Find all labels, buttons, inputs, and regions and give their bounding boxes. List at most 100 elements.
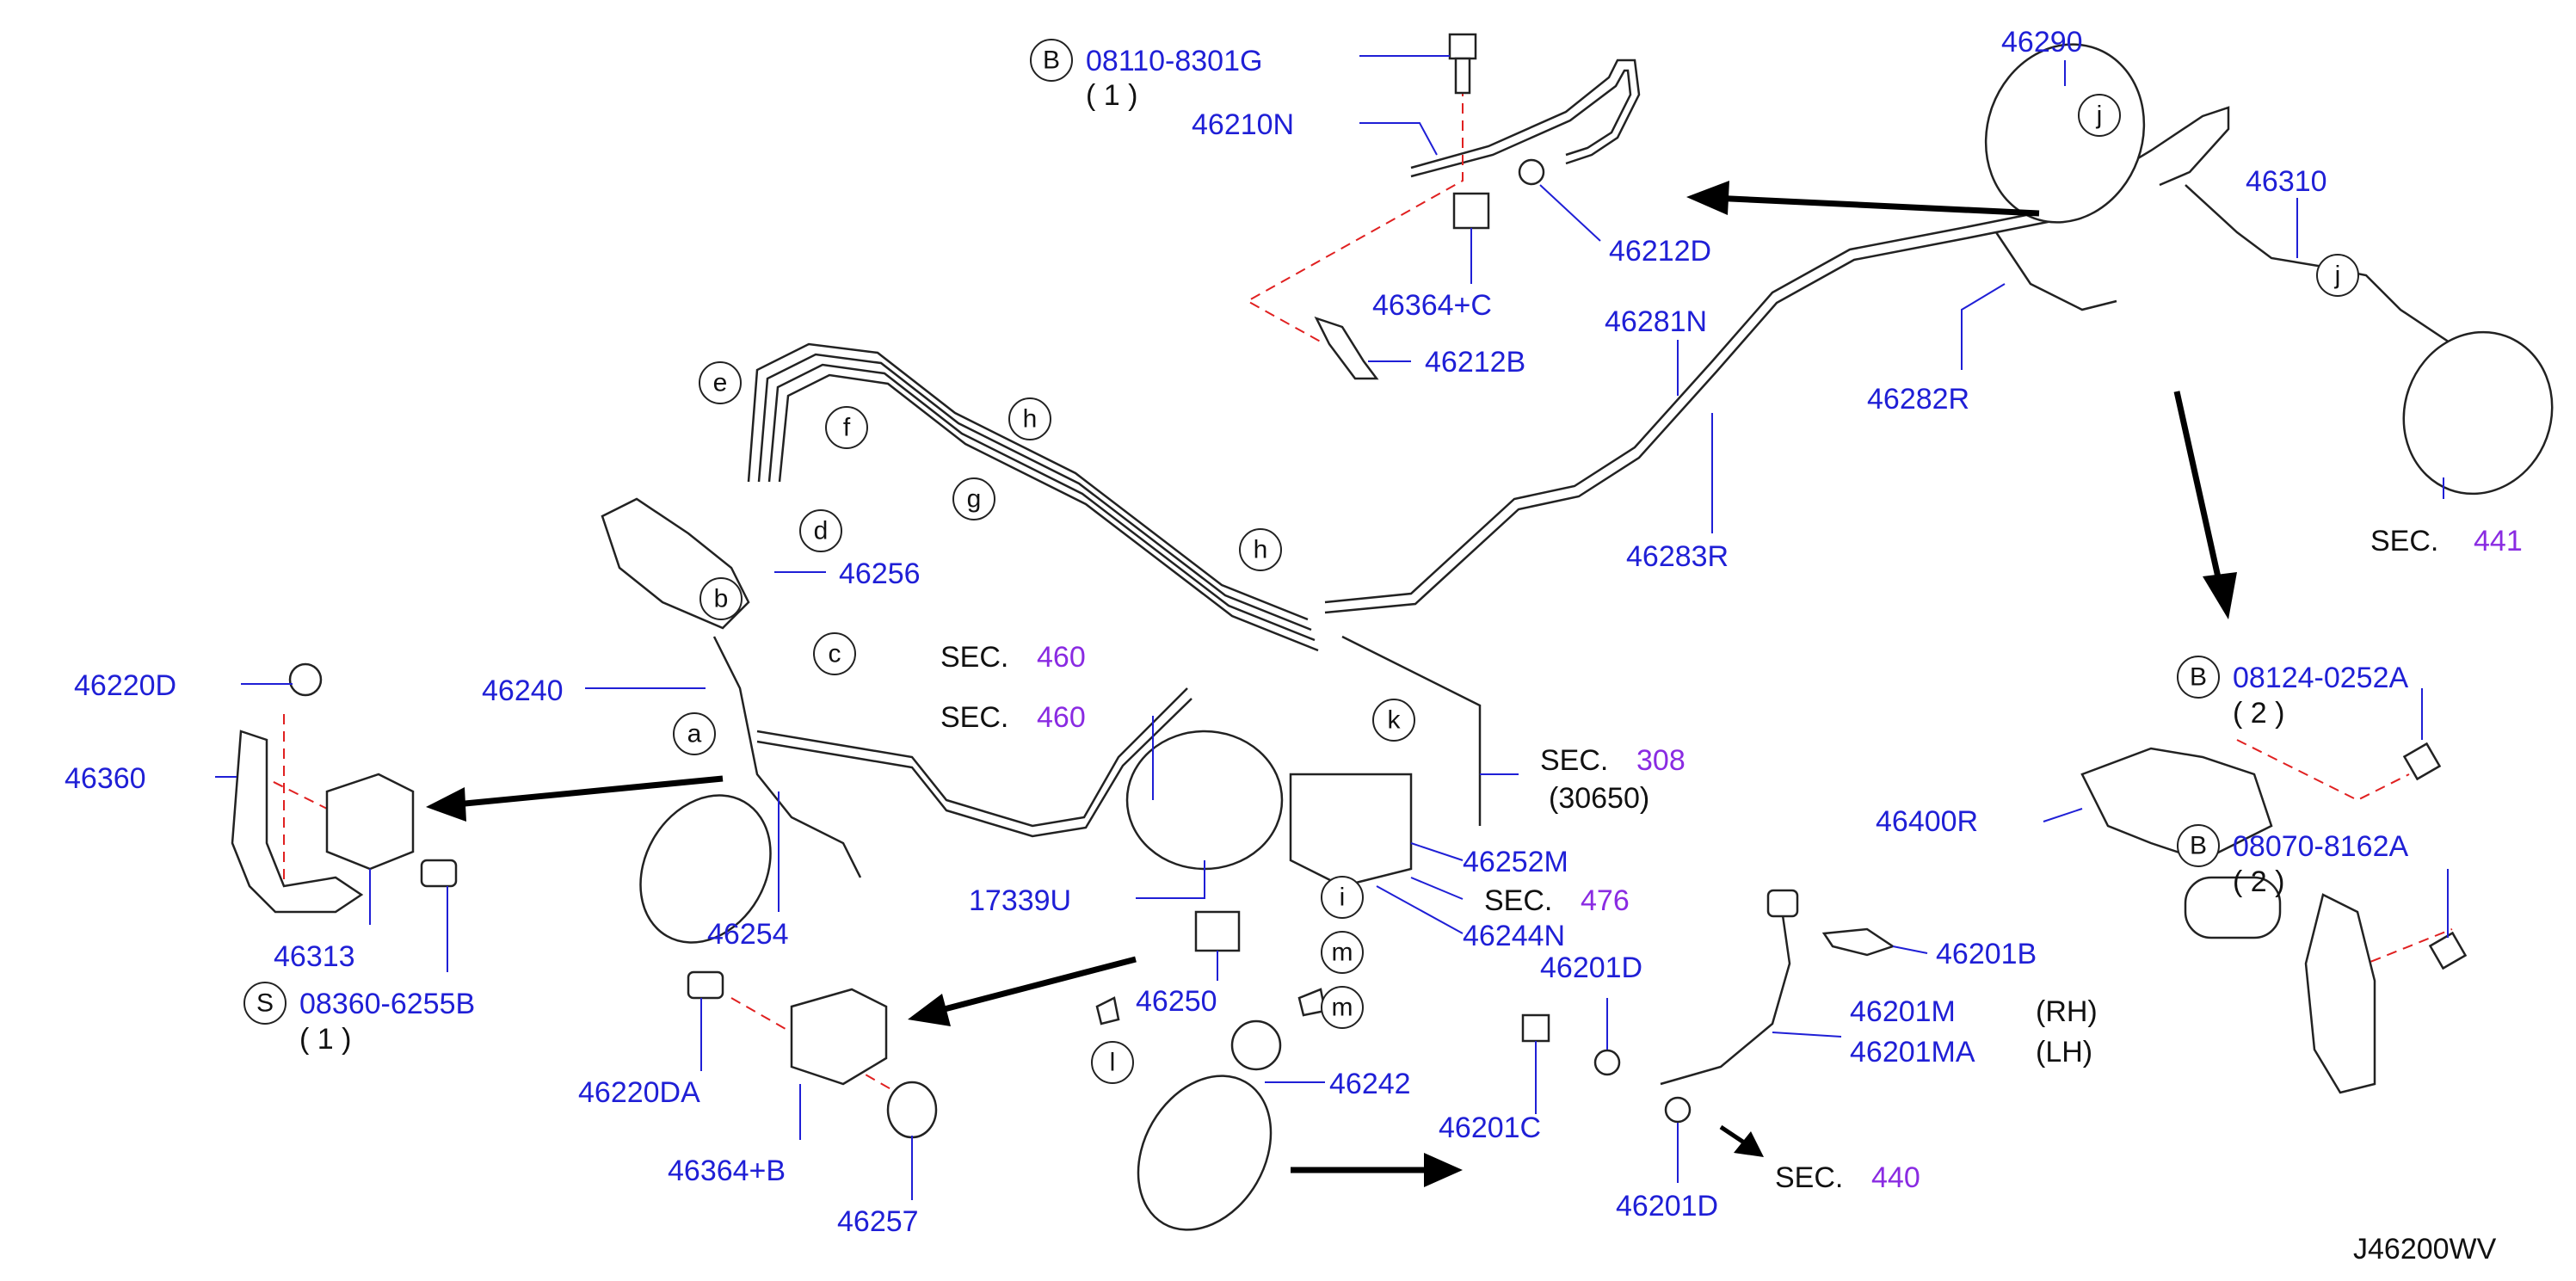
callout-j1: j [2078, 94, 2121, 137]
washer-46201D-top [1593, 1049, 1621, 1076]
front-bracket [601, 497, 750, 630]
label-46250[interactable]: 46250 [1136, 985, 1217, 1018]
bolt-shank-top [1454, 57, 1471, 95]
abs-46252M [1289, 773, 1413, 888]
label-17339U[interactable]: 17339U [969, 884, 1071, 917]
callout-m1-text: m [1332, 939, 1353, 967]
callout-b-text: b [714, 585, 729, 613]
disc-46290 [1984, 43, 2146, 224]
leader-46282R [1961, 283, 2006, 370]
callout-k: k [1372, 699, 1415, 742]
label-46283R[interactable]: 46283R [1626, 540, 1729, 573]
fastener-08360-6255B: S 08360-6255B ( 1 ) [243, 982, 475, 1056]
fastener-08360-number[interactable]: 08360-6255B [299, 988, 475, 1020]
arrow-to-block [937, 956, 1137, 1014]
label-46242[interactable]: 46242 [1329, 1068, 1411, 1100]
label-46281N[interactable]: 46281N [1605, 305, 1707, 338]
label-46400R[interactable]: 46400R [1876, 805, 1978, 838]
label-46364C[interactable]: 46364+C [1372, 289, 1492, 322]
section-460a-number[interactable]: 460 [1037, 641, 1086, 674]
section-440-number[interactable]: 440 [1871, 1161, 1920, 1194]
section-460-b[interactable]: SEC. 460 [940, 701, 1086, 734]
callout-c-text: c [829, 640, 841, 668]
fastener-08070-number[interactable]: 08070-8162A [2233, 830, 2409, 863]
fastener-08110-number[interactable]: 08110-8301G [1086, 45, 1262, 77]
callout-i: i [1321, 876, 1364, 919]
label-46220DA[interactable]: 46220DA [578, 1076, 700, 1109]
label-46210N[interactable]: 46210N [1192, 108, 1294, 141]
label-46256[interactable]: 46256 [839, 557, 921, 590]
bolt-08360-6255B [420, 859, 458, 888]
callout-a-text: a [687, 720, 702, 748]
section-441[interactable]: SEC. 441 [2370, 525, 2523, 557]
section-476[interactable]: SEC. 476 [1484, 884, 1630, 917]
label-46254[interactable]: 46254 [707, 918, 789, 951]
label-46201M[interactable]: 46201M [1850, 995, 1956, 1028]
label-46220D[interactable]: 46220D [74, 669, 176, 702]
parts-shapes [231, 33, 2554, 1231]
label-46313[interactable]: 46313 [274, 940, 355, 973]
callout-l-text: l [1110, 1049, 1116, 1077]
bolt-46220DA [687, 970, 724, 1000]
section-460b-prefix: SEC. [940, 701, 1008, 734]
label-46201D-bot[interactable]: 46201D [1616, 1190, 1718, 1222]
block-46364B [790, 988, 888, 1086]
fastener-08124-number[interactable]: 08124-0252A [2233, 662, 2409, 694]
callout-h2-text: h [1254, 536, 1268, 564]
caliper-46400R [2080, 747, 2273, 862]
rear-mid-line [1994, 231, 2117, 311]
callout-f-text: f [843, 414, 851, 442]
assembly-line-top [1245, 86, 1464, 345]
leader-46201B [1892, 945, 1928, 954]
section-308-prefix: SEC. [1540, 744, 1608, 777]
connector-46364C [1452, 192, 1490, 230]
washer-46201D-bot [1664, 1096, 1692, 1124]
callout-m2-text: m [1332, 994, 1353, 1022]
label-46212D[interactable]: 46212D [1609, 235, 1711, 268]
label-46201C[interactable]: 46201C [1439, 1112, 1541, 1144]
bolt-08110-8301G [1448, 33, 1477, 60]
label-46244N[interactable]: 46244N [1463, 920, 1565, 952]
section-476-number[interactable]: 476 [1581, 884, 1630, 917]
label-46240[interactable]: 46240 [482, 674, 564, 707]
leader-46201M [1772, 1032, 1842, 1038]
section-308[interactable]: SEC. 308 (30650) [1540, 744, 1685, 815]
label-46252M[interactable]: 46252M [1463, 846, 1568, 878]
upper-pipe-46210N-b [1410, 69, 1632, 178]
leader-46400R [2043, 808, 2083, 822]
callout-m2: m [1321, 986, 1364, 1029]
label-46257[interactable]: 46257 [837, 1205, 919, 1238]
label-46201B[interactable]: 46201B [1936, 938, 2037, 970]
label-rh: (RH) [2036, 995, 2098, 1028]
label-46360[interactable]: 46360 [65, 762, 146, 795]
label-46290[interactable]: 46290 [2001, 26, 2083, 59]
fastener-08070-prefix: B [2190, 832, 2207, 860]
booster-17339U [1125, 730, 1284, 871]
section-460b-number[interactable]: 460 [1037, 701, 1086, 734]
label-46310[interactable]: 46310 [2246, 165, 2327, 198]
clip-l [1095, 996, 1120, 1025]
clip-46201B [1821, 927, 1895, 957]
label-46212B[interactable]: 46212B [1425, 346, 1525, 379]
section-441-number[interactable]: 441 [2474, 525, 2523, 557]
bolt-08124-0252A [2402, 742, 2442, 781]
front-bracket-lines [712, 636, 862, 878]
section-460-a[interactable]: SEC. 460 [940, 641, 1086, 674]
label-46201MA[interactable]: 46201MA [1850, 1036, 1975, 1069]
sensor-46254 [639, 794, 772, 944]
leader-46210N [1359, 122, 1438, 156]
callout-k-text: k [1388, 706, 1402, 735]
fastener-08110-qty: ( 1 ) [1086, 79, 1137, 112]
bolt-08070-8162A [2428, 931, 2468, 970]
callout-j1-text: j [2096, 102, 2103, 130]
clip-46212B [1314, 316, 1379, 380]
bushing-46257 [886, 1081, 938, 1139]
section-308-number[interactable]: 308 [1636, 744, 1685, 777]
front-line-1 [747, 342, 1309, 621]
bracket-46360 [231, 730, 364, 914]
label-46364B[interactable]: 46364+B [668, 1155, 786, 1187]
label-46282R[interactable]: 46282R [1867, 383, 1969, 416]
label-46201D-top[interactable]: 46201D [1540, 952, 1642, 984]
section-308-sub: (30650) [1549, 782, 1649, 815]
section-440[interactable]: SEC. 440 [1775, 1161, 1920, 1194]
